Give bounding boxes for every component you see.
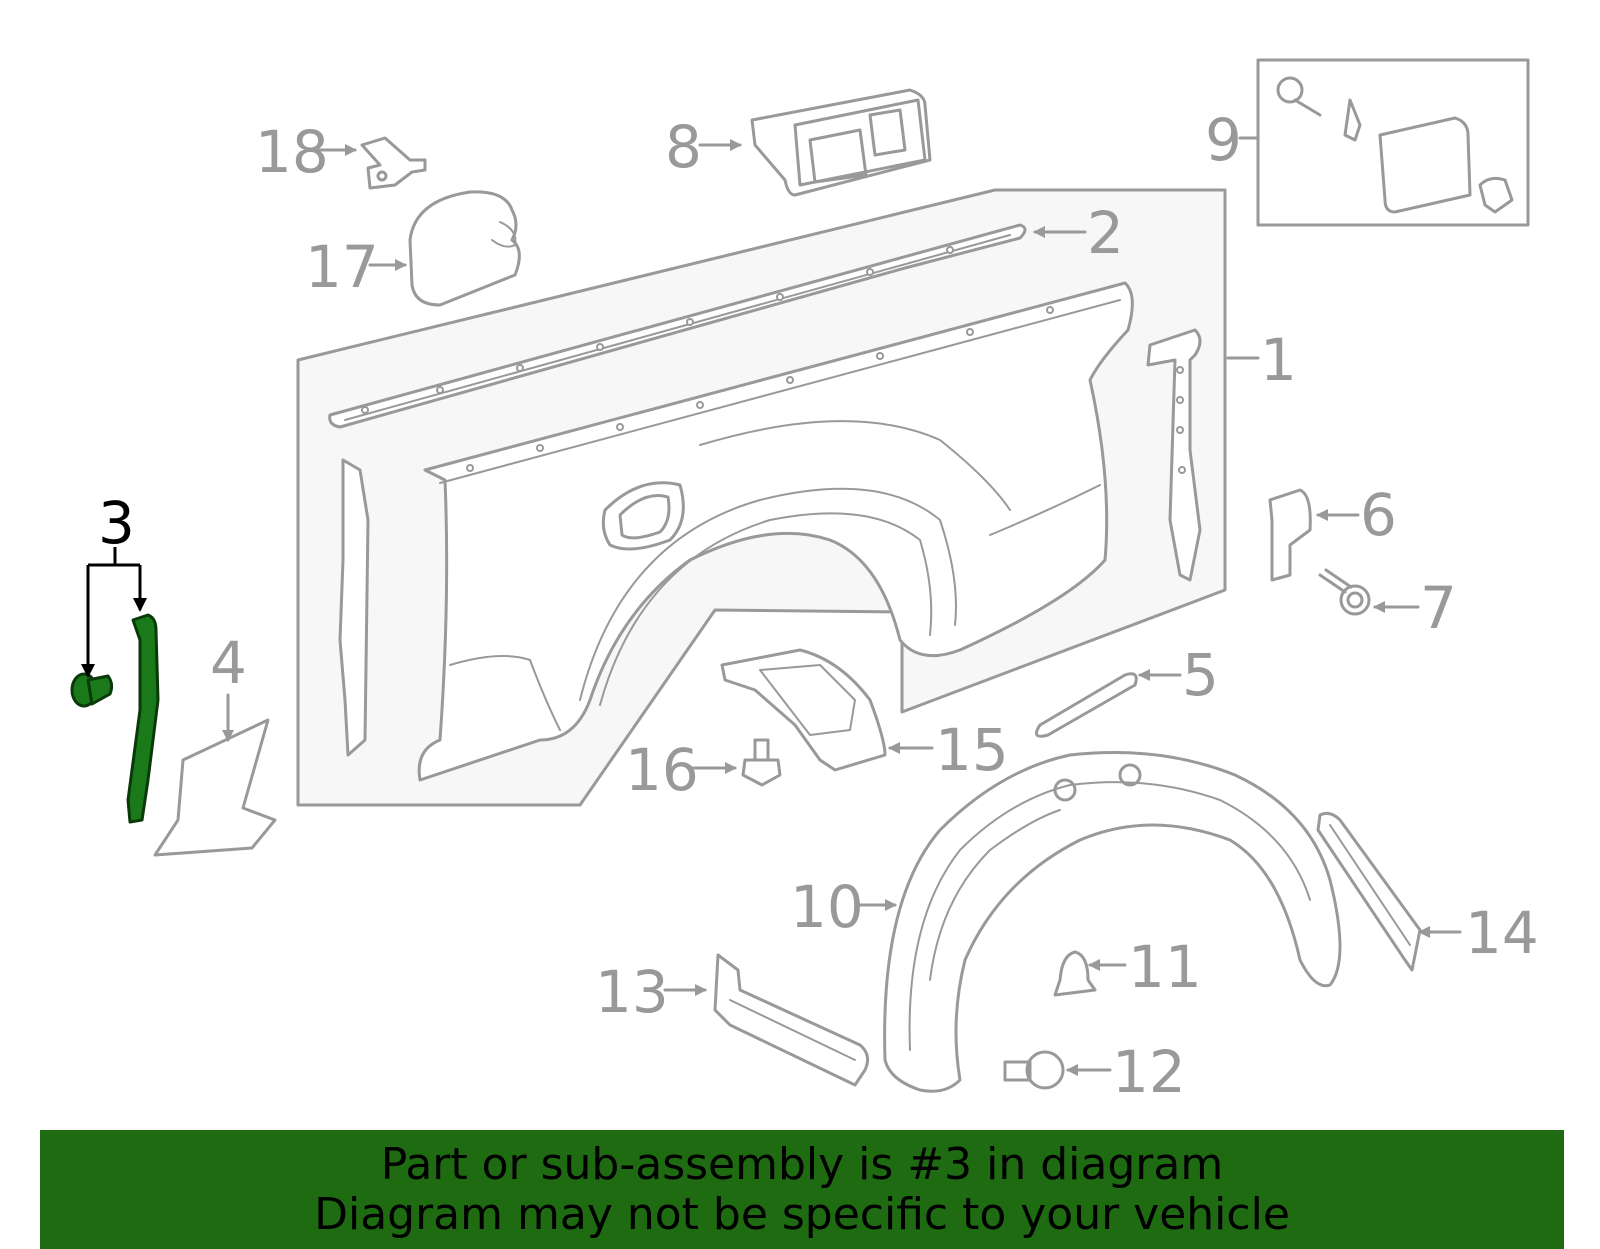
callout-3: 3 bbox=[98, 489, 135, 557]
callout-11: 11 bbox=[1128, 933, 1202, 1001]
callout-6: 6 bbox=[1360, 481, 1397, 549]
callout-18: 18 bbox=[255, 118, 329, 186]
info-banner: Part or sub-assembly is #3 in diagram Di… bbox=[40, 1130, 1564, 1249]
part-15-bracket bbox=[720, 648, 887, 772]
part-3-clip bbox=[70, 672, 114, 708]
callout-10: 10 bbox=[790, 873, 864, 941]
part-5-moulding bbox=[1034, 672, 1138, 738]
part-4-plate bbox=[153, 718, 277, 857]
part-16-bolt bbox=[741, 738, 782, 787]
part-8-housing bbox=[750, 88, 932, 197]
callout-4: 4 bbox=[210, 629, 247, 697]
part-13-strip bbox=[713, 953, 870, 1087]
info-banner-background bbox=[40, 1130, 1564, 1249]
callout-15: 15 bbox=[935, 716, 1009, 784]
callout-7: 7 bbox=[1420, 574, 1457, 642]
part-1-rear-pillar bbox=[1146, 328, 1202, 582]
part-1-front-pillar bbox=[338, 458, 370, 757]
part-18-clip bbox=[360, 136, 427, 190]
part-7-bolt bbox=[1318, 568, 1371, 616]
part-3-highlighted bbox=[70, 613, 160, 824]
callout-2: 2 bbox=[1087, 199, 1124, 267]
part-17-fuel-door bbox=[408, 190, 521, 307]
part-12-bolt bbox=[1003, 1050, 1065, 1090]
part-14-strip bbox=[1316, 811, 1422, 972]
callout-5: 5 bbox=[1182, 641, 1219, 709]
callout-17: 17 bbox=[305, 233, 379, 301]
part-9-kit-contents bbox=[1276, 76, 1514, 214]
callout-9: 9 bbox=[1205, 106, 1242, 174]
banner-line-1: Part or sub-assembly is #3 in diagram bbox=[380, 1138, 1224, 1190]
callout-8: 8 bbox=[665, 113, 702, 181]
callout-3-bracket bbox=[81, 547, 147, 678]
part-1-bed-side bbox=[417, 281, 1134, 782]
callout-14: 14 bbox=[1465, 899, 1539, 967]
callout-16: 16 bbox=[625, 736, 699, 804]
banner-line-2: Diagram may not be specific to your vehi… bbox=[314, 1188, 1290, 1240]
callout-1: 1 bbox=[1260, 326, 1297, 394]
part-6-bracket bbox=[1268, 488, 1312, 582]
callout-13: 13 bbox=[595, 958, 669, 1026]
part-3-pillar-seal bbox=[126, 613, 160, 824]
callout-12: 12 bbox=[1112, 1038, 1186, 1106]
part-11-clip bbox=[1053, 950, 1097, 997]
part-10-liner bbox=[883, 751, 1342, 1093]
part-9-kit-box bbox=[1256, 58, 1530, 227]
